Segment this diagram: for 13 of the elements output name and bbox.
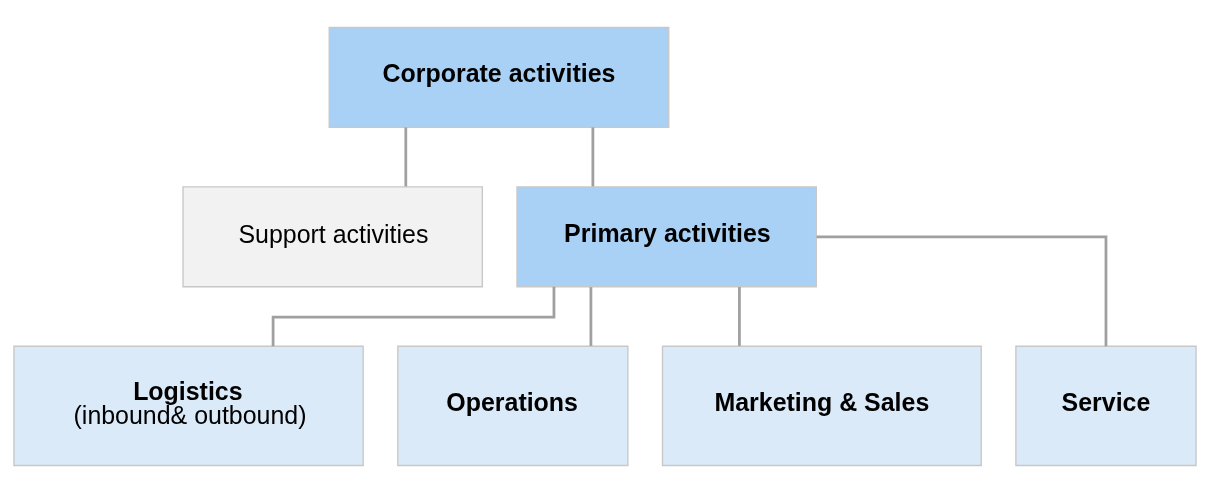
node-box: Logistics (inbound& outbound) [13,345,364,466]
connector [591,126,595,186]
node-box: Support activities [182,185,484,287]
node-box: Service [1015,345,1197,466]
connector [589,286,593,346]
connector [271,286,556,346]
node-box: Marketing & Sales [661,345,982,466]
connector [404,126,408,186]
node-box: Corporate activities [328,26,670,128]
connector [816,234,1108,346]
node-box: Primary activities [516,185,818,287]
node-box: Operations [397,345,629,466]
connector [738,286,741,346]
